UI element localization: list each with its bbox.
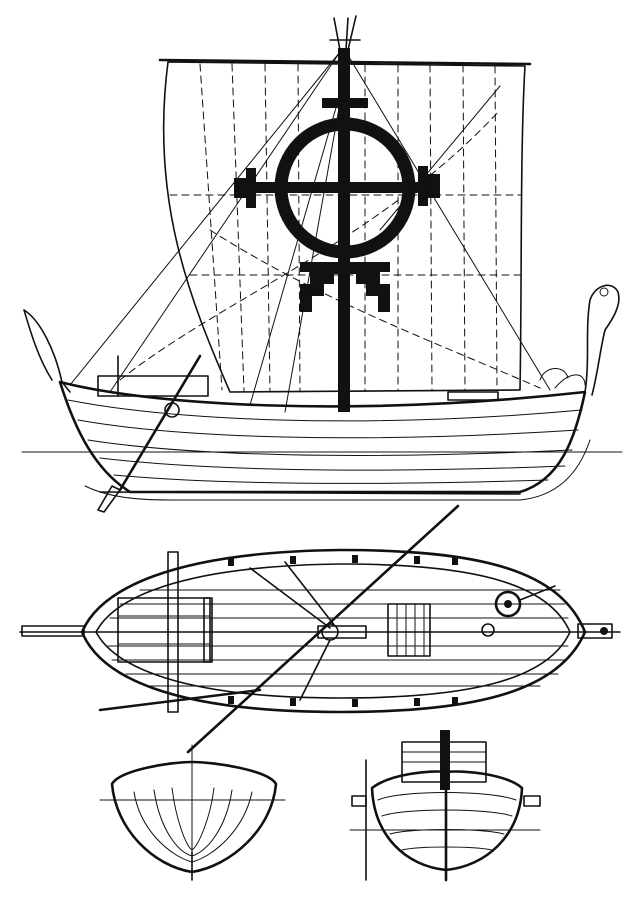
mast-head	[329, 15, 361, 51]
deck-outline	[80, 548, 587, 714]
stern-post	[23, 309, 71, 393]
keel-line	[99, 491, 521, 495]
frame-line-1	[133, 791, 253, 863]
emblem-left-tab	[246, 168, 256, 208]
frame-line-3	[171, 787, 215, 851]
yard-on-deck	[186, 504, 460, 754]
post-eye	[599, 287, 609, 297]
plan-lines	[249, 561, 336, 701]
steering-oar	[97, 354, 202, 513]
aft-post-end	[21, 625, 85, 637]
emblem-lower-steps	[300, 262, 390, 312]
hull-end	[370, 770, 524, 872]
rear-deck-box	[117, 597, 213, 663]
emblem-right-tab	[418, 166, 428, 206]
bow-post-end	[577, 623, 613, 639]
sail-panel-seams	[169, 63, 523, 392]
side-tiller	[523, 795, 541, 807]
rudder-tiller	[351, 795, 367, 807]
hull-outline	[58, 380, 587, 494]
rib-ends	[228, 555, 458, 707]
deck-plan-view	[19, 504, 621, 754]
hatch	[387, 603, 431, 657]
deck-inner-outline	[95, 563, 571, 699]
hull	[58, 380, 591, 501]
end-view	[349, 730, 541, 882]
sail-bottom-edge	[229, 389, 521, 393]
superstructure	[401, 730, 487, 790]
sail-emblem	[234, 98, 440, 312]
rigging	[69, 51, 551, 413]
upper-yard	[158, 58, 532, 66]
steering-beam	[167, 551, 179, 713]
aft-deck-house	[97, 375, 209, 397]
keel-shoe	[84, 439, 591, 501]
frame-outer	[110, 760, 278, 874]
deck-planking	[107, 589, 569, 687]
side-elevation-view	[21, 15, 623, 513]
plan-steering-oar	[98, 688, 262, 712]
capstan	[481, 585, 556, 637]
square-sail	[162, 61, 526, 393]
fore-fitting	[447, 391, 499, 401]
mast	[338, 48, 350, 412]
bow-section-frames	[99, 744, 286, 881]
carved-stern-post	[539, 284, 620, 396]
